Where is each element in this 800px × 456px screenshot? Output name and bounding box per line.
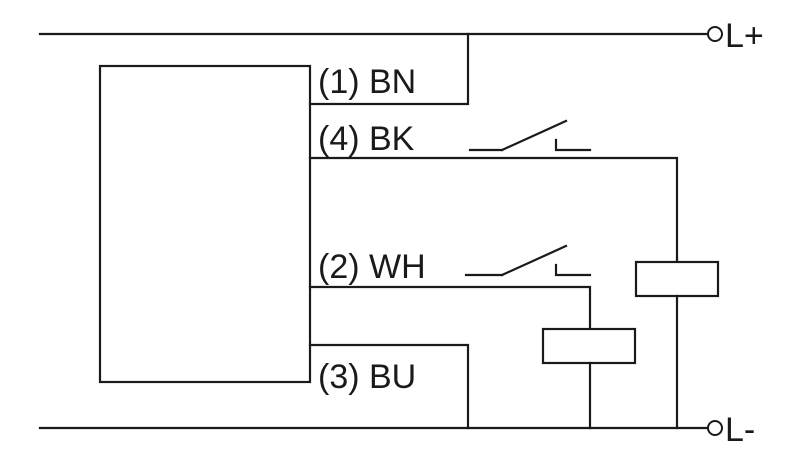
negative-terminal	[707, 420, 723, 436]
wire-bk	[308, 156, 679, 264]
sensor-body	[98, 64, 312, 384]
negative-rail-label: L-	[725, 411, 755, 449]
wire-bu	[308, 343, 470, 430]
switch-wh-blade	[500, 244, 568, 277]
load-bk	[634, 260, 720, 298]
switch-bk-contact	[554, 138, 592, 152]
switch-bk-blade	[500, 119, 568, 152]
pin-label-bn: (1) BN	[318, 63, 416, 101]
switch-wh-contact	[554, 263, 592, 277]
positive-terminal	[707, 26, 723, 42]
pin-label-bu: (3) BU	[318, 358, 416, 396]
wire-wh	[308, 285, 592, 331]
pin-label-bk: (4) BK	[318, 120, 415, 158]
positive-rail-label: L+	[725, 17, 764, 55]
pin-label-wh: (2) WH	[318, 248, 426, 286]
load-wh	[541, 327, 637, 365]
wire-bn	[308, 32, 470, 106]
